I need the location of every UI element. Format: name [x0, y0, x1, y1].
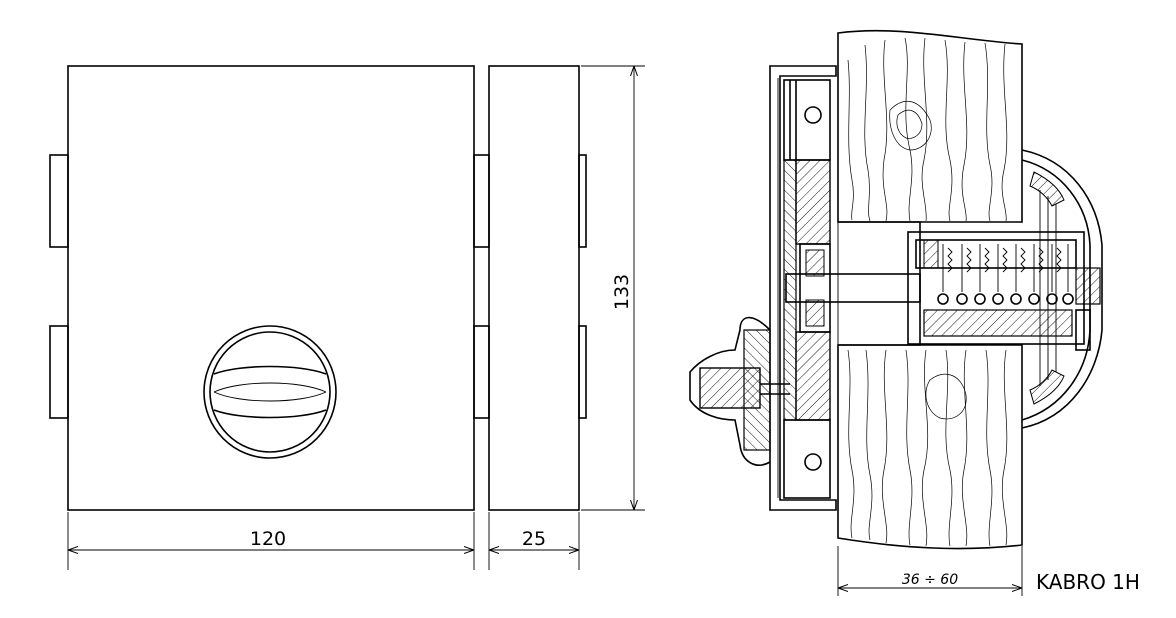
inner-thumb-turn: [689, 316, 790, 466]
side-tab-upper: [578, 154, 587, 248]
dimension-door-thickness-label: 36 ÷ 60: [902, 572, 958, 588]
front-view: [49, 65, 490, 511]
outer-escutcheon: [1021, 149, 1103, 429]
front-right-tab-upper: [473, 154, 490, 248]
dimension-width: 120: [67, 512, 475, 570]
front-left-tab-upper: [49, 154, 69, 248]
screw-hole-upper: [804, 106, 822, 124]
cylinder-pins: [937, 244, 1074, 305]
spindle-shaft: [785, 221, 921, 346]
dimension-height: 133: [581, 65, 645, 511]
front-body: [67, 65, 475, 511]
dimension-width-label: 120: [250, 528, 286, 550]
cylinder-section: [907, 231, 1101, 351]
side-tab-lower: [578, 325, 587, 419]
lock-housing-section: [769, 65, 837, 511]
front-right-tab-lower: [473, 325, 490, 419]
door-wood: [837, 29, 1023, 550]
dimension-depth: 25: [488, 512, 580, 570]
dimension-depth-label: 25: [522, 528, 546, 550]
section-view: 36 ÷ 60: [689, 29, 1103, 596]
thumb-turn-knob: [203, 325, 337, 459]
screw-hole-lower: [804, 453, 822, 471]
side-view: [488, 65, 587, 511]
dimension-height-label: 133: [611, 274, 633, 310]
model-label: KABRO 1H: [1036, 570, 1140, 594]
dimension-door-thickness: 36 ÷ 60: [837, 546, 1023, 596]
side-body: [488, 65, 580, 511]
front-left-tab-lower: [49, 325, 69, 419]
